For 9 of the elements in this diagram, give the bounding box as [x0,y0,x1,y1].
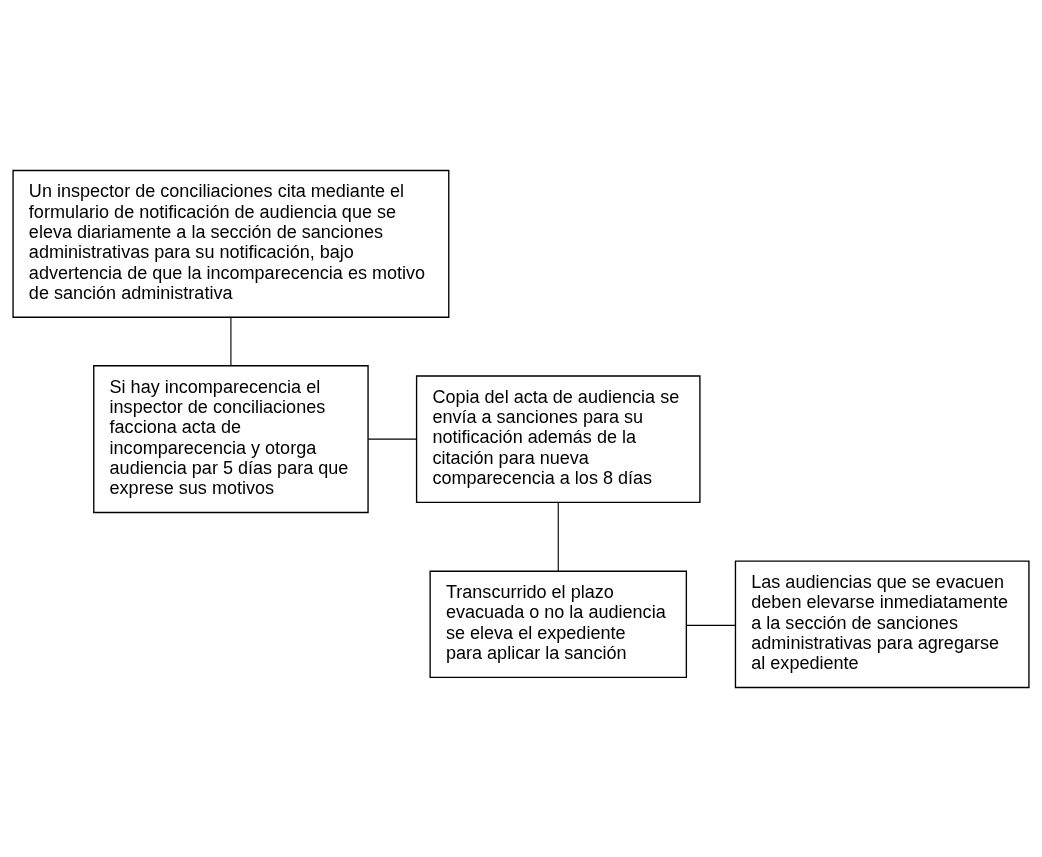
connector [686,624,736,626]
connector [557,501,559,572]
connector [367,438,418,440]
node-box: Transcurrido el plazo evacuada o no la audiencia se eleva el expediente para aplicar la sanción [429,570,688,678]
node-box: Un inspector de conciliaciones cita mediante el formulario de notificación de audiencia que se eleva diariamente a la sección de sanciones administrativas para su notificación, bajo advertencia de que la incomparecencia es motivo de sanción administrativa [12,169,450,318]
connector [230,316,232,366]
node-box: Si hay incomparecencia el inspector de conciliaciones facciona acta de incomparecencia y otorga audiencia par 5 días para que exprese sus motivos [93,364,369,513]
node-box: Las audiencias que se evacuen deben elevarse inmediatamente a la sección de sanciones administrativas para agregarse al expediente [734,559,1030,688]
node-box: Copia del acta de audiencia se envía a sanciones para su notificación además de la citación para nueva comparecencia a los 8 días [415,374,701,503]
